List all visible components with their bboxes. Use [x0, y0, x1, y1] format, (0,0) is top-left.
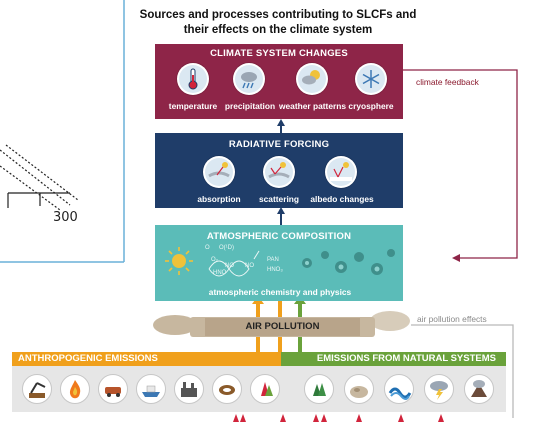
- ship-icon: [136, 374, 166, 404]
- absorption-icon: [203, 156, 235, 188]
- albedo-changes-label: albedo changes: [310, 194, 374, 204]
- fire-icon: [60, 374, 90, 404]
- weather-sun-cloud-icon: [296, 63, 328, 95]
- crop-burning-icon: [250, 374, 280, 404]
- air-pollution-effects-label: air pollution effects: [417, 314, 487, 324]
- chemistry-reaction-icon: [208, 250, 260, 277]
- chem-label-hno: HNO: [213, 270, 227, 276]
- albedo-icon: [325, 156, 357, 188]
- atmospheric-chemistry-caption: atmospheric chemistry and physics: [208, 287, 352, 297]
- chem-label-pan: PAN: [267, 257, 279, 263]
- chem-label-hno3: HNO₃: [267, 267, 283, 273]
- left-chart-lines: [0, 0, 125, 263]
- atmospheric-composition-title: ATMOSPHERIC COMPOSITION: [206, 231, 352, 242]
- anthropogenic-emissions-title: ANTHROPOGENIC EMISSIONS: [18, 353, 158, 364]
- left-chart-tick-label: 300: [53, 210, 78, 225]
- snowflake-icon: [355, 63, 387, 95]
- radiative-forcing-title: RADIATIVE FORCING: [228, 139, 330, 150]
- thermometer-icon: [177, 63, 209, 95]
- sun-icon: [165, 247, 193, 275]
- natural-emissions-title: EMISSIONS FROM NATURAL SYSTEMS: [316, 353, 496, 364]
- precipitation-label: precipitation: [224, 101, 276, 111]
- forest-icon: [304, 374, 334, 404]
- anthropogenic-emissions-bar: ANTHROPOGENIC EMISSIONS: [12, 352, 281, 366]
- cryosphere-label: cryosphere: [348, 101, 394, 111]
- lightning-storm-icon: [424, 374, 454, 404]
- volcano-icon: [464, 374, 494, 404]
- soil-icon: [344, 374, 374, 404]
- oil-pump-icon: [22, 374, 52, 404]
- radiative-forcing-box: RADIATIVE FORCING absorption scattering …: [155, 133, 403, 208]
- left-figure-fragment: 300: [0, 0, 126, 268]
- chem-label-o1d: O(¹D): [219, 245, 234, 251]
- diagram-title: Sources and processes contributing to SL…: [128, 8, 428, 38]
- chem-label-no-1: NO: [225, 263, 234, 269]
- climate-feedback-label: climate feedback: [416, 77, 479, 87]
- climate-system-changes-box: CLIMATE SYSTEM CHANGES: [155, 44, 403, 119]
- natural-emissions-bar: EMISSIONS FROM NATURAL SYSTEMS: [281, 352, 506, 366]
- temperature-label: temperature: [168, 101, 218, 111]
- chem-label-o: O: [205, 245, 210, 251]
- absorption-label: absorption: [197, 194, 241, 204]
- atmospheric-composition-box: ATMOSPHERIC COMPOSITION O O(¹D) O₂ NO NO…: [155, 225, 403, 301]
- title-line-2: their effects on the climate system: [183, 24, 373, 36]
- cow-icon: [212, 374, 242, 404]
- chem-label-no-2: NO: [245, 263, 254, 269]
- title-line-1: Sources and processes contributing to SL…: [139, 9, 417, 21]
- air-pollution-band: [153, 311, 410, 337]
- vehicle-icon: [98, 374, 128, 404]
- ocean-wave-icon: [384, 374, 414, 404]
- air-pollution-label: AIR POLLUTION: [245, 321, 320, 332]
- particle-icons: [302, 249, 395, 275]
- climate-system-changes-title: CLIMATE SYSTEM CHANGES: [210, 48, 348, 59]
- weather-patterns-label: weather patterns: [279, 101, 347, 111]
- chem-label-o2: O₂: [211, 257, 218, 263]
- scattering-icon: [263, 156, 295, 188]
- rain-cloud-icon: [233, 63, 265, 95]
- factory-icon: [174, 374, 204, 404]
- scattering-label: scattering: [258, 194, 300, 204]
